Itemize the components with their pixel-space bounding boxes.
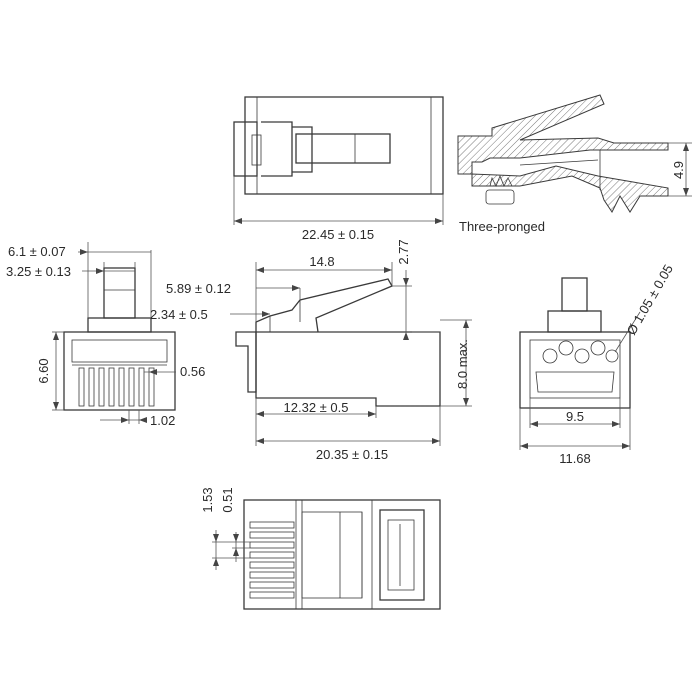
side-total-length-label: 20.35 ± 0.15 [316, 447, 388, 462]
three-prong-contact [489, 174, 513, 187]
top-view: 22.45 ± 0.15 [233, 96, 444, 242]
side-latch-height-label: 2.77 [396, 239, 411, 264]
bottom-contacts [249, 521, 295, 599]
bottom-view: 1.53 0.51 [200, 487, 441, 610]
section-caption: Three-pronged [459, 219, 545, 234]
rear-holes [542, 340, 619, 364]
section-lower-shell [471, 165, 669, 213]
rear-inner-width-label: 9.5 [566, 409, 584, 424]
side-rear-tab [235, 331, 257, 393]
front-pin-label: 0.56 [180, 364, 205, 379]
side-step-a-label: 5.89 ± 0.12 [166, 281, 231, 296]
rear-outer-width-label: 11.68 [559, 451, 591, 466]
top-view-latch-tab [295, 133, 391, 164]
side-inner-length-label: 12.32 ± 0.5 [284, 400, 349, 415]
bottom-latch-slot [379, 509, 425, 601]
front-latch [103, 267, 136, 319]
front-pitch-label: 1.02 [150, 413, 175, 428]
section-upper-shell [457, 94, 669, 175]
bottom-contact-b-label: 0.51 [220, 487, 235, 512]
front-view: 6.1 ± 0.07 3.25 ± 0.13 6.60 0.56 1.02 [6, 242, 205, 428]
front-body [63, 331, 176, 411]
rear-view: Ø 1.05 ± 0.05 9.5 11.68 [519, 262, 676, 466]
side-body [255, 331, 441, 407]
front-height-label: 6.60 [36, 358, 51, 383]
bottom-body [243, 499, 441, 610]
front-contacts [78, 367, 155, 407]
side-latch-length-label: 14.8 [309, 254, 334, 269]
rear-hole-label: Ø 1.05 ± 0.05 [624, 262, 676, 338]
side-latch [255, 278, 393, 333]
section-view: 4.9 Three-pronged [457, 94, 692, 234]
side-view: 14.8 2.77 5.89 ± 0.12 2.34 ± 0.5 8.0 max… [150, 239, 472, 462]
top-view-latch-base [233, 121, 258, 177]
top-view-body [244, 96, 444, 195]
rear-body [519, 331, 631, 409]
top-length-label: 22.45 ± 0.15 [302, 227, 374, 242]
front-latch-width-label: 3.25 ± 0.13 [6, 264, 71, 279]
rear-latch [561, 277, 588, 312]
side-step-b-label: 2.34 ± 0.5 [150, 307, 208, 322]
bottom-contact-a-label: 1.53 [200, 487, 215, 512]
section-height-label: 4.9 [671, 161, 686, 179]
front-width-label: 6.1 ± 0.07 [8, 244, 66, 259]
side-height-label: 8.0 max. [455, 339, 470, 389]
